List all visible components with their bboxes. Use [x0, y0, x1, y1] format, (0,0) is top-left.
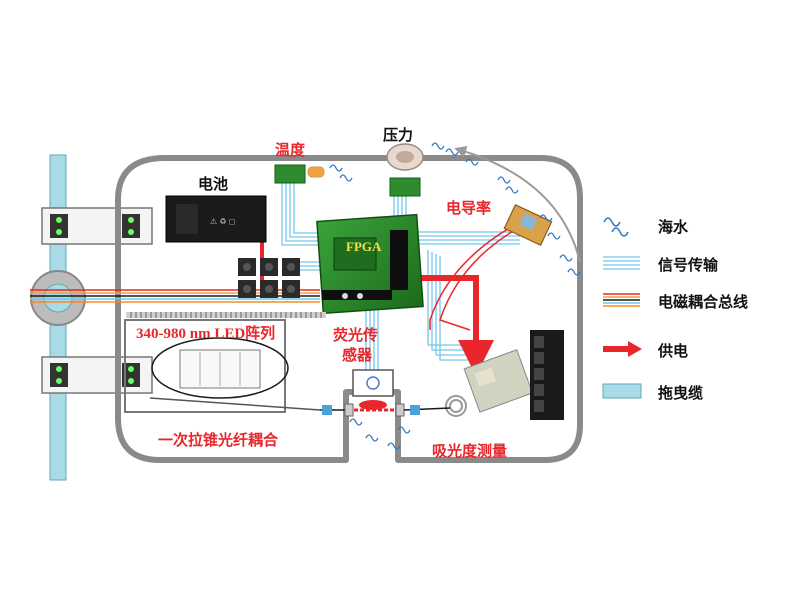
led-driver-modules	[238, 258, 300, 298]
em-bus-icon	[603, 293, 640, 307]
cable-clamp-top	[41, 207, 153, 245]
led-array-label: 340-980 nm LED阵列	[136, 326, 276, 342]
temperature-sensor	[274, 164, 325, 184]
tow-cable-icon	[602, 383, 642, 399]
seawater-icons	[329, 142, 581, 450]
fpga-label: FPGA	[346, 239, 382, 254]
em-coupling-bus	[30, 289, 320, 303]
fluorescence-sensor	[352, 369, 394, 410]
legend-label-signal: 信号传输	[658, 256, 719, 274]
battery-label: 电池	[198, 175, 229, 193]
battery: ⚠ ♻ ◻	[165, 195, 267, 243]
conductivity-wires	[429, 221, 523, 331]
pressure-label: 压力	[383, 126, 414, 144]
pressure-sensor	[386, 143, 424, 197]
svg-text:⚠ ♻ ◻: ⚠ ♻ ◻	[210, 217, 235, 226]
fpga-board	[316, 213, 424, 315]
legend-label-tow-cable: 拖曳缆	[658, 384, 704, 402]
cable-clamp-bottom	[41, 356, 153, 394]
power-arrow-icon	[603, 341, 642, 357]
conductivity-label: 电导率	[446, 199, 492, 217]
fiber-coupling-label: 一次拉锥光纤耦合	[158, 431, 279, 449]
legend-icons	[602, 217, 642, 399]
conductivity-sensor	[503, 203, 553, 247]
legend-label-seawater: 海水	[658, 218, 689, 236]
legend-label-em-bus: 电磁耦合总线	[658, 293, 749, 311]
tow-cable	[30, 154, 86, 481]
fluorescence-sensor-label-line2: 感器	[342, 346, 373, 364]
fluorescence-sensor-label-line1: 荧光传	[333, 326, 379, 344]
flow-arc	[454, 145, 581, 263]
fiber-coupler	[124, 319, 321, 413]
absorbance-label: 吸光度测量	[432, 442, 508, 460]
led-array	[126, 312, 326, 318]
legend-label-power: 供电	[658, 342, 689, 360]
temperature-label: 温度	[275, 141, 306, 159]
absorbance-fiber	[320, 403, 451, 417]
seawater-icon	[603, 217, 621, 227]
absorbance-board	[445, 330, 564, 420]
signal-lines-icon	[603, 256, 640, 270]
housing-outline	[115, 155, 583, 463]
seawater-icon	[611, 227, 629, 237]
